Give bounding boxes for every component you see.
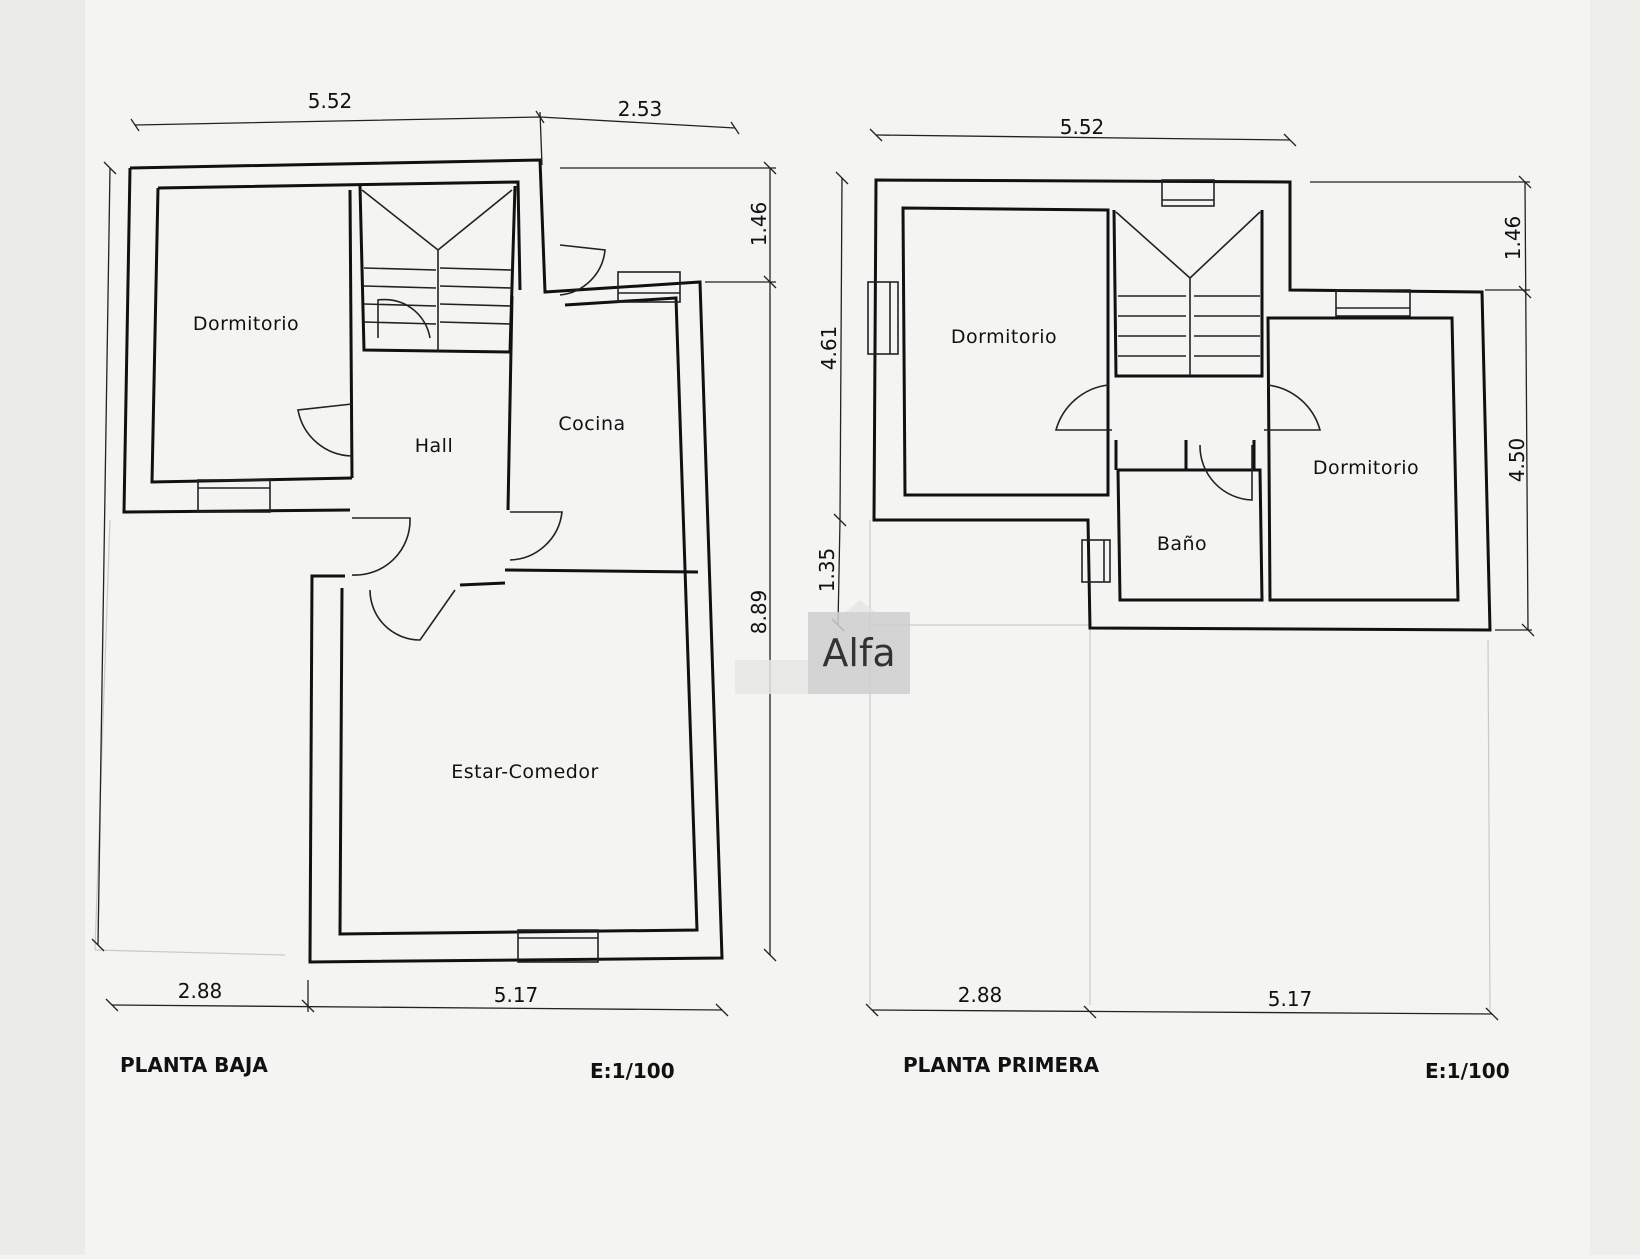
alfa-watermark-logo: Alfa	[735, 600, 910, 694]
dimension-ticks	[865, 1003, 1499, 1021]
door-swing	[369, 589, 456, 641]
extension-line	[94, 949, 286, 956]
door-swing	[509, 511, 563, 561]
room-label: Baño	[1157, 533, 1207, 555]
inner-wall-face	[157, 180, 522, 291]
plan-scale: E:1/100	[590, 1059, 675, 1083]
dimension-line-top	[134, 116, 736, 129]
dimension-label: 2.88	[178, 979, 223, 1003]
room-bano-walls	[1116, 468, 1264, 602]
extension-line	[94, 519, 111, 951]
watermark-text: Alfa	[822, 631, 895, 675]
dimension-label: 2.88	[958, 983, 1003, 1007]
outer-wall	[129, 158, 724, 964]
stair-steps	[1118, 295, 1260, 357]
door-swing	[1054, 384, 1112, 431]
window	[1161, 179, 1215, 207]
dimension-line-top	[875, 134, 1291, 141]
dimension-label: 1.46	[747, 202, 771, 247]
dimension-label: 1.35	[815, 548, 839, 593]
ground-footprint-outline	[869, 520, 1491, 1011]
window	[197, 479, 271, 513]
room-dormitorio-walls	[1266, 316, 1460, 602]
dimension-label: 5.52	[308, 89, 353, 113]
dimension-label: 8.89	[747, 590, 771, 635]
dimension-label: 4.61	[817, 326, 841, 371]
watermark-badge	[808, 612, 910, 694]
dimension-label: 1.46	[1501, 216, 1525, 261]
page-right-edge	[1590, 0, 1640, 1255]
plan-first-floor: 5.52 1.46 4.50 4.61 1.35 2.88 5.17 Dormi…	[815, 115, 1535, 1083]
dimension-extension	[539, 111, 543, 166]
room-label: Cocina	[558, 413, 625, 435]
dimension-label: 5.17	[1268, 987, 1313, 1011]
dimension-label: 5.52	[1060, 115, 1105, 139]
staircase	[358, 185, 517, 354]
dimension-line-bottom	[111, 1004, 723, 1011]
window	[617, 271, 681, 303]
window	[517, 929, 599, 963]
dimension-label: 2.53	[618, 97, 663, 121]
dimension-ticks	[91, 161, 117, 952]
dimension-line-right	[1524, 181, 1529, 631]
inner-wall-face	[150, 187, 353, 484]
page-left-shadow	[0, 0, 85, 1255]
dimension-label: 4.50	[1505, 438, 1529, 483]
room-label: Dormitorio	[1313, 457, 1419, 479]
staircase-landing	[361, 189, 513, 352]
room-label: Dormitorio	[193, 313, 299, 335]
partition-wall	[459, 581, 506, 587]
inner-wall-face	[338, 296, 699, 936]
dimension-line-left	[97, 167, 111, 946]
outer-wall-left	[122, 167, 351, 514]
room-label: Dormitorio	[951, 326, 1057, 348]
dimension-extension	[1310, 181, 1532, 631]
door-swing	[297, 403, 353, 457]
dimension-label: 5.17	[494, 983, 539, 1007]
staircase-landing	[1115, 211, 1261, 376]
dimension-extension	[560, 167, 776, 283]
window	[867, 281, 899, 355]
plan-title: PLANTA BAJA	[120, 1053, 268, 1077]
partition-wall	[504, 568, 699, 574]
plan-title: PLANTA PRIMERA	[903, 1053, 1100, 1077]
plan-ground-floor: 5.52 2.53 1.46 8.89 2.88 5.17 Dormitorio…	[91, 89, 777, 1083]
dimension-line-bottom	[871, 1009, 1493, 1015]
door-swing	[351, 517, 411, 576]
door-swing	[377, 298, 431, 339]
room-label: Hall	[415, 435, 454, 457]
door-swing	[559, 244, 606, 296]
partition-wall	[506, 295, 514, 511]
dimension-line-left	[837, 177, 843, 626]
window	[1081, 539, 1111, 583]
plan-scale: E:1/100	[1425, 1059, 1510, 1083]
window	[1335, 289, 1411, 317]
staircase	[1112, 209, 1264, 378]
room-dormitorio-walls	[901, 206, 1110, 497]
partition-wall	[348, 189, 354, 479]
room-label: Estar-Comedor	[451, 761, 599, 783]
stair-steps	[363, 267, 513, 325]
door-swing	[1264, 384, 1322, 431]
outer-wall	[872, 178, 1492, 632]
partition-wall	[1114, 440, 1256, 470]
door-swing	[1199, 444, 1253, 501]
dimension-ticks	[869, 128, 1297, 147]
